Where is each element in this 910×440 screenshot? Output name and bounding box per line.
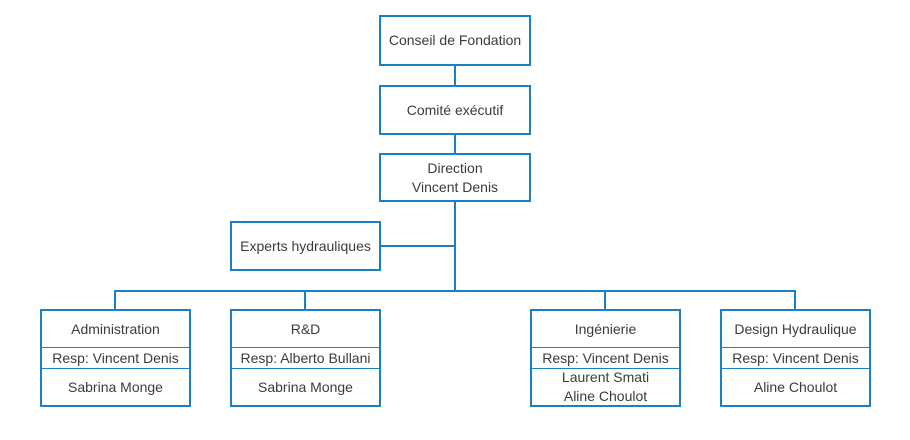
dept-name: Design Hydraulique xyxy=(722,311,869,347)
dept-responsible: Resp: Alberto Bullani xyxy=(232,347,379,369)
dept-responsible: Resp: Vincent Denis xyxy=(532,347,679,369)
dept-responsible: Resp: Vincent Denis xyxy=(722,347,869,369)
dept-name-text: R&D xyxy=(290,320,321,337)
dept-name-text: Design Hydraulique xyxy=(734,320,857,337)
member-name: Aline Choulot xyxy=(753,378,838,395)
dept-members: Sabrina Monge xyxy=(232,369,379,405)
node-comite-executif: Comité exécutif xyxy=(379,85,531,135)
dept-ingenierie: Ingénierie Resp: Vincent Denis Laurent S… xyxy=(530,309,681,407)
node-direction: Direction Vincent Denis xyxy=(379,153,531,202)
dept-administration: Administration Resp: Vincent Denis Sabri… xyxy=(40,309,191,407)
dept-name-text: Administration xyxy=(71,320,160,337)
member-name: Sabrina Monge xyxy=(258,378,353,395)
dept-name: Ingénierie xyxy=(532,311,679,347)
node-head: Vincent Denis xyxy=(411,178,499,195)
dept-rd: R&D Resp: Alberto Bullani Sabrina Monge xyxy=(230,309,381,407)
dept-design-hydraulique: Design Hydraulique Resp: Vincent Denis A… xyxy=(720,309,871,407)
dept-name: Administration xyxy=(42,311,189,347)
node-title: Direction xyxy=(427,159,483,176)
node-label: Experts hydrauliques xyxy=(240,237,371,254)
dept-members: Aline Choulot xyxy=(722,369,869,405)
dept-responsible: Resp: Vincent Denis xyxy=(42,347,189,369)
dept-members: Sabrina Monge xyxy=(42,369,189,405)
node-conseil-de-fondation: Conseil de Fondation xyxy=(379,15,531,66)
dept-members: Laurent Smati Aline Choulot xyxy=(532,369,679,405)
dept-responsible-text: Resp: Vincent Denis xyxy=(732,349,859,366)
node-label: Conseil de Fondation xyxy=(388,32,522,48)
dept-responsible-text: Resp: Vincent Denis xyxy=(542,349,669,366)
dept-responsible-text: Resp: Alberto Bullani xyxy=(240,349,371,366)
dept-responsible-text: Resp: Vincent Denis xyxy=(52,349,179,366)
member-name: Laurent Smati xyxy=(561,369,650,385)
member-name: Sabrina Monge xyxy=(68,378,163,395)
dept-name: R&D xyxy=(232,311,379,347)
node-label: Comité exécutif xyxy=(406,101,504,118)
dept-name-text: Ingénierie xyxy=(574,320,637,337)
node-experts-hydrauliques: Experts hydrauliques xyxy=(230,221,381,271)
member-name: Aline Choulot xyxy=(563,388,648,404)
